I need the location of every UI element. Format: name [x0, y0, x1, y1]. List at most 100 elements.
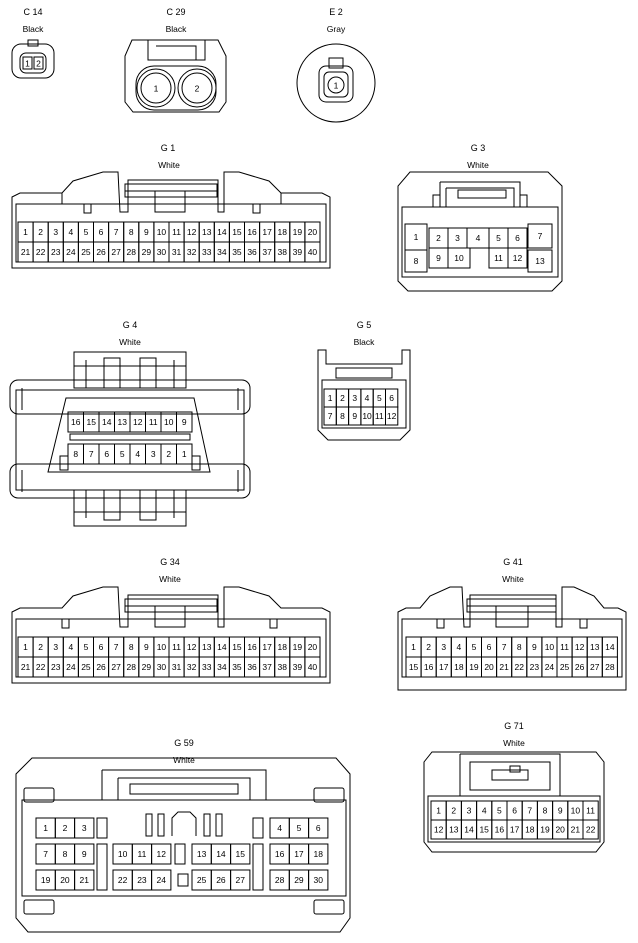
group-divider — [96, 843, 108, 891]
pin-label: 8 — [129, 227, 134, 237]
pin-label: 27 — [590, 662, 600, 672]
pin-label: 7 — [114, 227, 119, 237]
key-slot — [203, 813, 211, 837]
pin-label: 5 — [497, 806, 502, 816]
pin-label: 4 — [277, 823, 282, 833]
pin-label: 29 — [142, 662, 152, 672]
pin-label: 12 — [187, 227, 197, 237]
connector-color: Gray — [327, 24, 346, 34]
pin-circle — [327, 76, 345, 94]
pin-label: 33 — [202, 247, 212, 257]
pin-box — [74, 817, 95, 839]
pin-label: 1 — [25, 59, 30, 69]
connector-name: G 5 — [357, 320, 372, 330]
pin-label: 2 — [38, 227, 43, 237]
pin-label: 7 — [43, 849, 48, 859]
pin-label: 5 — [496, 233, 501, 243]
pin-label: 5 — [84, 227, 89, 237]
pin-label: 12 — [187, 642, 197, 652]
pin-label: 22 — [36, 662, 46, 672]
pin-label: 2 — [166, 449, 171, 459]
pin-label: 27 — [111, 247, 121, 257]
pin-label: 4 — [456, 642, 461, 652]
pin-label: 22 — [586, 825, 596, 835]
pin-label: 11 — [172, 227, 181, 237]
pin-label: 4 — [135, 449, 140, 459]
pin-label: 6 — [316, 823, 321, 833]
pin-box — [582, 819, 599, 840]
housing — [397, 171, 563, 292]
latch — [439, 181, 521, 207]
pin-label: 11 — [172, 642, 181, 652]
latch-detail — [74, 360, 186, 388]
pin-label: 32 — [187, 247, 197, 257]
pin-label: 4 — [482, 806, 487, 816]
pin-label: 14 — [217, 642, 227, 652]
group-divider — [252, 817, 264, 839]
housing — [15, 389, 245, 491]
pin-label: 25 — [81, 662, 91, 672]
pin-label: 11 — [586, 806, 595, 816]
wing-bottom — [9, 463, 251, 499]
pin-label: 4 — [365, 393, 370, 403]
pin-label: 9 — [436, 253, 441, 263]
pin-label: 1 — [23, 227, 28, 237]
pin-label: 24 — [545, 662, 555, 672]
pin-box — [151, 843, 172, 865]
latch-inner — [156, 45, 197, 60]
latch-detail — [74, 490, 186, 518]
pin-label: 21 — [21, 247, 31, 257]
pin-label: 11 — [560, 642, 569, 652]
pin-label: 8 — [414, 256, 419, 266]
pin-label: 11 — [138, 849, 147, 859]
pin-box — [176, 411, 193, 433]
pin-label: 12 — [434, 825, 444, 835]
pin-label: 23 — [51, 247, 61, 257]
latch-tab — [103, 357, 121, 389]
latch — [101, 769, 267, 800]
pin-label: 19 — [293, 642, 303, 652]
pin-label: 21 — [80, 875, 90, 885]
group-divider — [252, 843, 264, 891]
pin-label: 8 — [517, 642, 522, 652]
pin-label: 3 — [455, 233, 460, 243]
pin-label: 6 — [99, 227, 104, 237]
pin-label: 11 — [149, 417, 158, 427]
pin-label: 25 — [197, 875, 207, 885]
pin-label: 24 — [66, 662, 76, 672]
pin-label: 21 — [21, 662, 31, 672]
pin-label: 4 — [68, 227, 73, 237]
pin-label: 14 — [605, 642, 615, 652]
connector-color: Black — [23, 24, 45, 34]
clip — [23, 787, 55, 803]
pin-label: 26 — [96, 662, 106, 672]
pin-label: 9 — [532, 642, 537, 652]
key-slot — [191, 455, 201, 471]
key-notch — [171, 811, 197, 836]
pin-label: 4 — [68, 642, 73, 652]
housing — [317, 349, 411, 441]
pin-label: 28 — [275, 875, 285, 885]
pin-label: 11 — [375, 411, 384, 421]
clip — [313, 787, 345, 803]
latch-tab — [103, 489, 121, 521]
pin-label: 36 — [247, 247, 257, 257]
pin-label: 23 — [530, 662, 540, 672]
pin-label: 17 — [294, 849, 304, 859]
pin-box — [308, 817, 329, 839]
connector-color: White — [503, 738, 525, 748]
pin-label: 14 — [216, 849, 226, 859]
row-divider — [69, 433, 191, 441]
pin-label: 8 — [73, 449, 78, 459]
key-slot — [157, 813, 165, 837]
pin-label: 2 — [340, 393, 345, 403]
key-slot — [436, 618, 445, 629]
pin-circle-outer — [136, 68, 176, 108]
pin-circle — [181, 72, 213, 104]
